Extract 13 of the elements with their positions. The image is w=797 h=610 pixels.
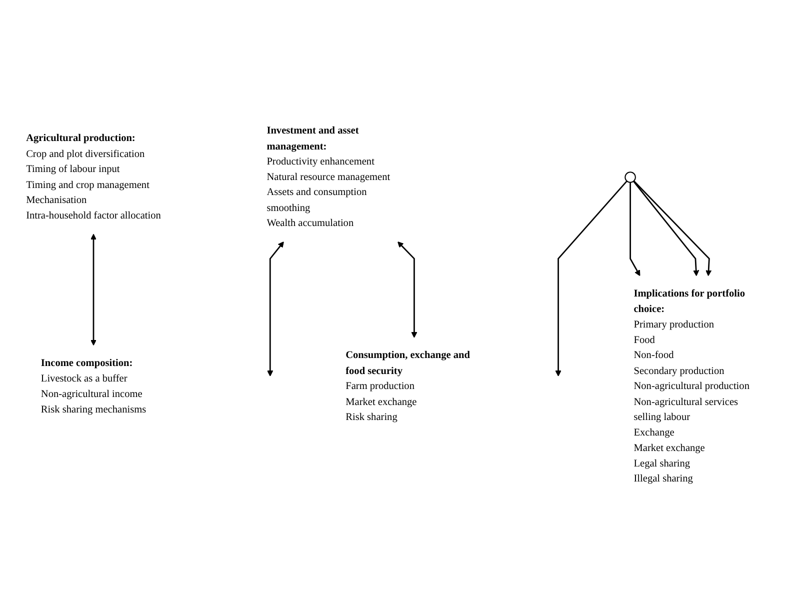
arrow — [630, 182, 640, 276]
arrow — [632, 180, 700, 276]
arrow — [555, 180, 628, 376]
arrow — [90, 234, 97, 346]
node-circle — [624, 172, 636, 183]
node-text: Investment and asset management: Productivity enhancement Natural resource management Assets and consumption smoothing Wealth accumulation — [266, 125, 390, 229]
arrow — [633, 180, 712, 276]
arrow — [267, 241, 284, 376]
node-text: Agricultural production: Crop and plot diversification Timing of labour input Timing and crop management Mechanisation Intra-household factor allocation — [26, 132, 161, 222]
node-text: Income composition: Livestock as a buffer Non-agricultural income Risk sharing mechanisms — [40, 358, 146, 415]
node-text: Implications for portfolio choice: Primary production Food Non-food Secondary production Non-agricultural production Non-agricultural services selling labour Exchange Market exchange Legal sharing Illegal sharing — [634, 288, 750, 484]
arrow — [398, 241, 418, 338]
node-text: Consumption, exchange and food security Farm production Market exchange Risk sharing — [346, 350, 470, 423]
